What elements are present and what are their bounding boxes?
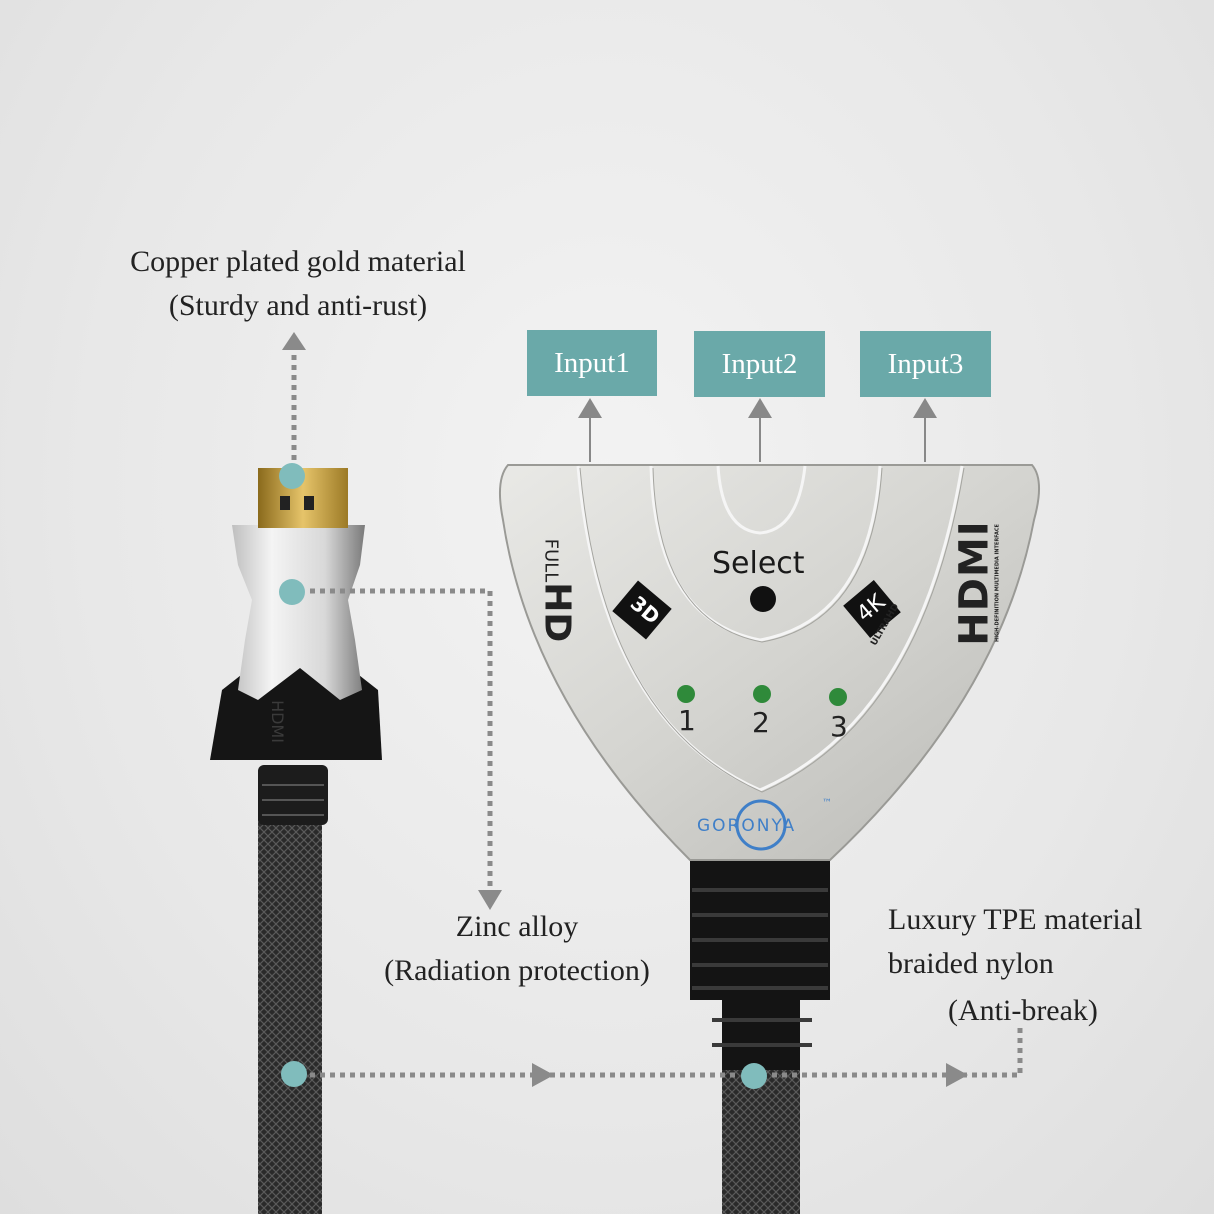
logo-3d-icon <box>612 580 672 640</box>
select-button <box>750 586 776 612</box>
globe-icon <box>735 799 787 851</box>
zinc-annotation: Zinc alloy (Radiation protection) <box>384 910 650 987</box>
logo-4k-icon <box>843 580 901 638</box>
left-connector-zinc-body <box>232 525 365 700</box>
callout-dot-copper <box>279 463 305 489</box>
arrow-right-icon <box>946 1063 968 1087</box>
led-1 <box>677 685 695 703</box>
arrow-down-icon <box>478 890 502 910</box>
callout-dot-tpe <box>741 1063 767 1089</box>
input2-arrow-icon <box>748 398 772 418</box>
left-braided-cable <box>258 800 322 1214</box>
trademark: ™ <box>822 798 832 809</box>
guide-tpe-right <box>772 1028 1023 1078</box>
arrow-right-icon <box>532 1063 554 1087</box>
input1-arrow-icon <box>578 398 602 418</box>
brand-logo: GORONYA <box>697 816 797 836</box>
input2-box: Input2 <box>694 331 825 397</box>
input3-arrow-icon <box>913 398 937 418</box>
full-hd-logo: FULLHD <box>536 538 578 643</box>
guide-zinc <box>310 588 493 890</box>
left-cable-ferrule <box>258 765 328 825</box>
led-label-1: 1 <box>678 704 696 737</box>
tpe-annotation: Luxury TPE material braided nylon (Anti-… <box>888 903 1143 1027</box>
hdmi-logo: HDMI HIGH-DEFINITION MULTIMEDIA INTERFAC… <box>951 520 1001 646</box>
arrow-up-icon <box>282 332 306 350</box>
led-label-2: 2 <box>752 706 770 739</box>
boot-hdmi-label: HDMI <box>267 700 287 743</box>
select-label: Select <box>712 546 805 581</box>
input3-box: Input3 <box>860 331 991 397</box>
switch-body <box>498 464 1040 861</box>
input1-box: Input1 <box>527 330 657 396</box>
led-2 <box>753 685 771 703</box>
callout-dot-zinc <box>279 579 305 605</box>
led-3 <box>829 688 847 706</box>
copper-annotation: Copper plated gold material (Sturdy and … <box>130 245 466 322</box>
callout-dot-braid <box>281 1061 307 1087</box>
led-label-3: 3 <box>830 710 848 743</box>
